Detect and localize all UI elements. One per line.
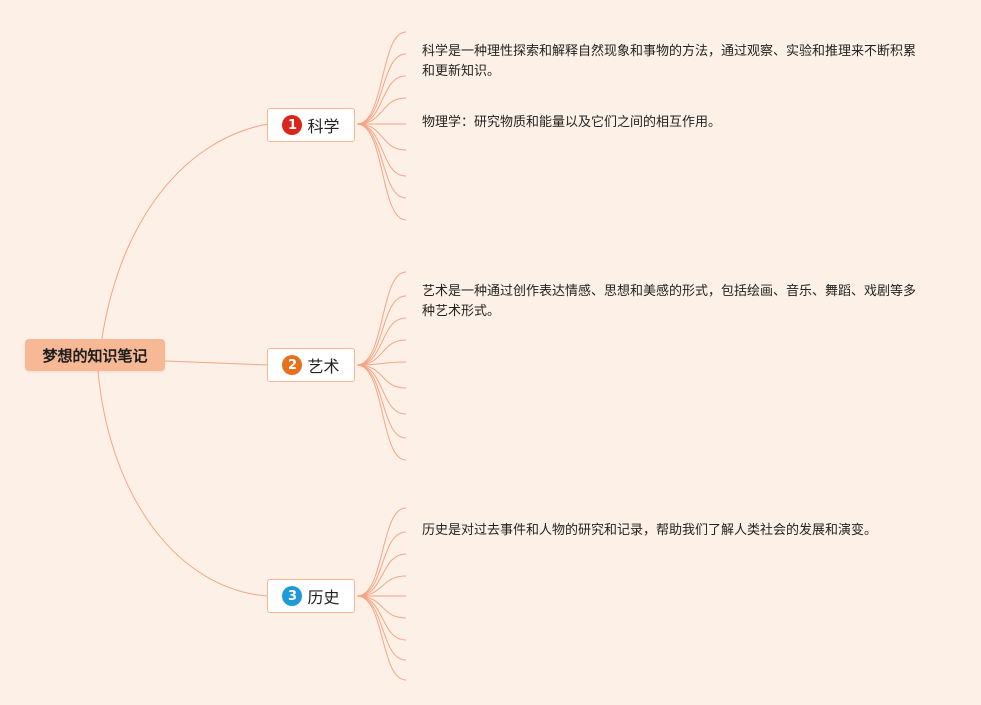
number-three-badge-icon: 3: [282, 586, 303, 606]
history-definition-note[interactable]: 历史是对过去事件和人物的研究和记录，帮助我们了解人类社会的发展和演变。: [422, 523, 878, 538]
number-two-badge-icon: 2: [282, 355, 303, 375]
art-definition-note[interactable]: 艺术是一种通过创作表达情感、思想和美感的形式，包括绘画、音乐、舞蹈、戏剧等多种艺…: [422, 284, 917, 319]
physics-note[interactable]: 物理学：研究物质和能量以及它们之间的相互作用。: [422, 115, 722, 130]
root-to-science-line: [97, 123, 269, 372]
branch-art[interactable]: 2 艺术: [267, 348, 355, 382]
root-topic[interactable]: 梦想的知识笔记: [25, 339, 165, 371]
science-definition-note[interactable]: 科学是一种理性探索和解释自然现象和事物的方法，通过观察、实验和推理来不断积累和更…: [422, 44, 917, 79]
branch-history-label: 历史: [307, 588, 340, 607]
branch-history[interactable]: 3 历史: [267, 579, 355, 613]
branch-science-label: 科学: [307, 117, 340, 136]
root-to-art-line: [164, 360, 269, 366]
branch-science[interactable]: 1 科学: [267, 108, 355, 142]
root-to-history-line: [97, 370, 269, 597]
number-one-badge-icon: 1: [282, 115, 303, 135]
branch-art-label: 艺术: [307, 357, 340, 376]
